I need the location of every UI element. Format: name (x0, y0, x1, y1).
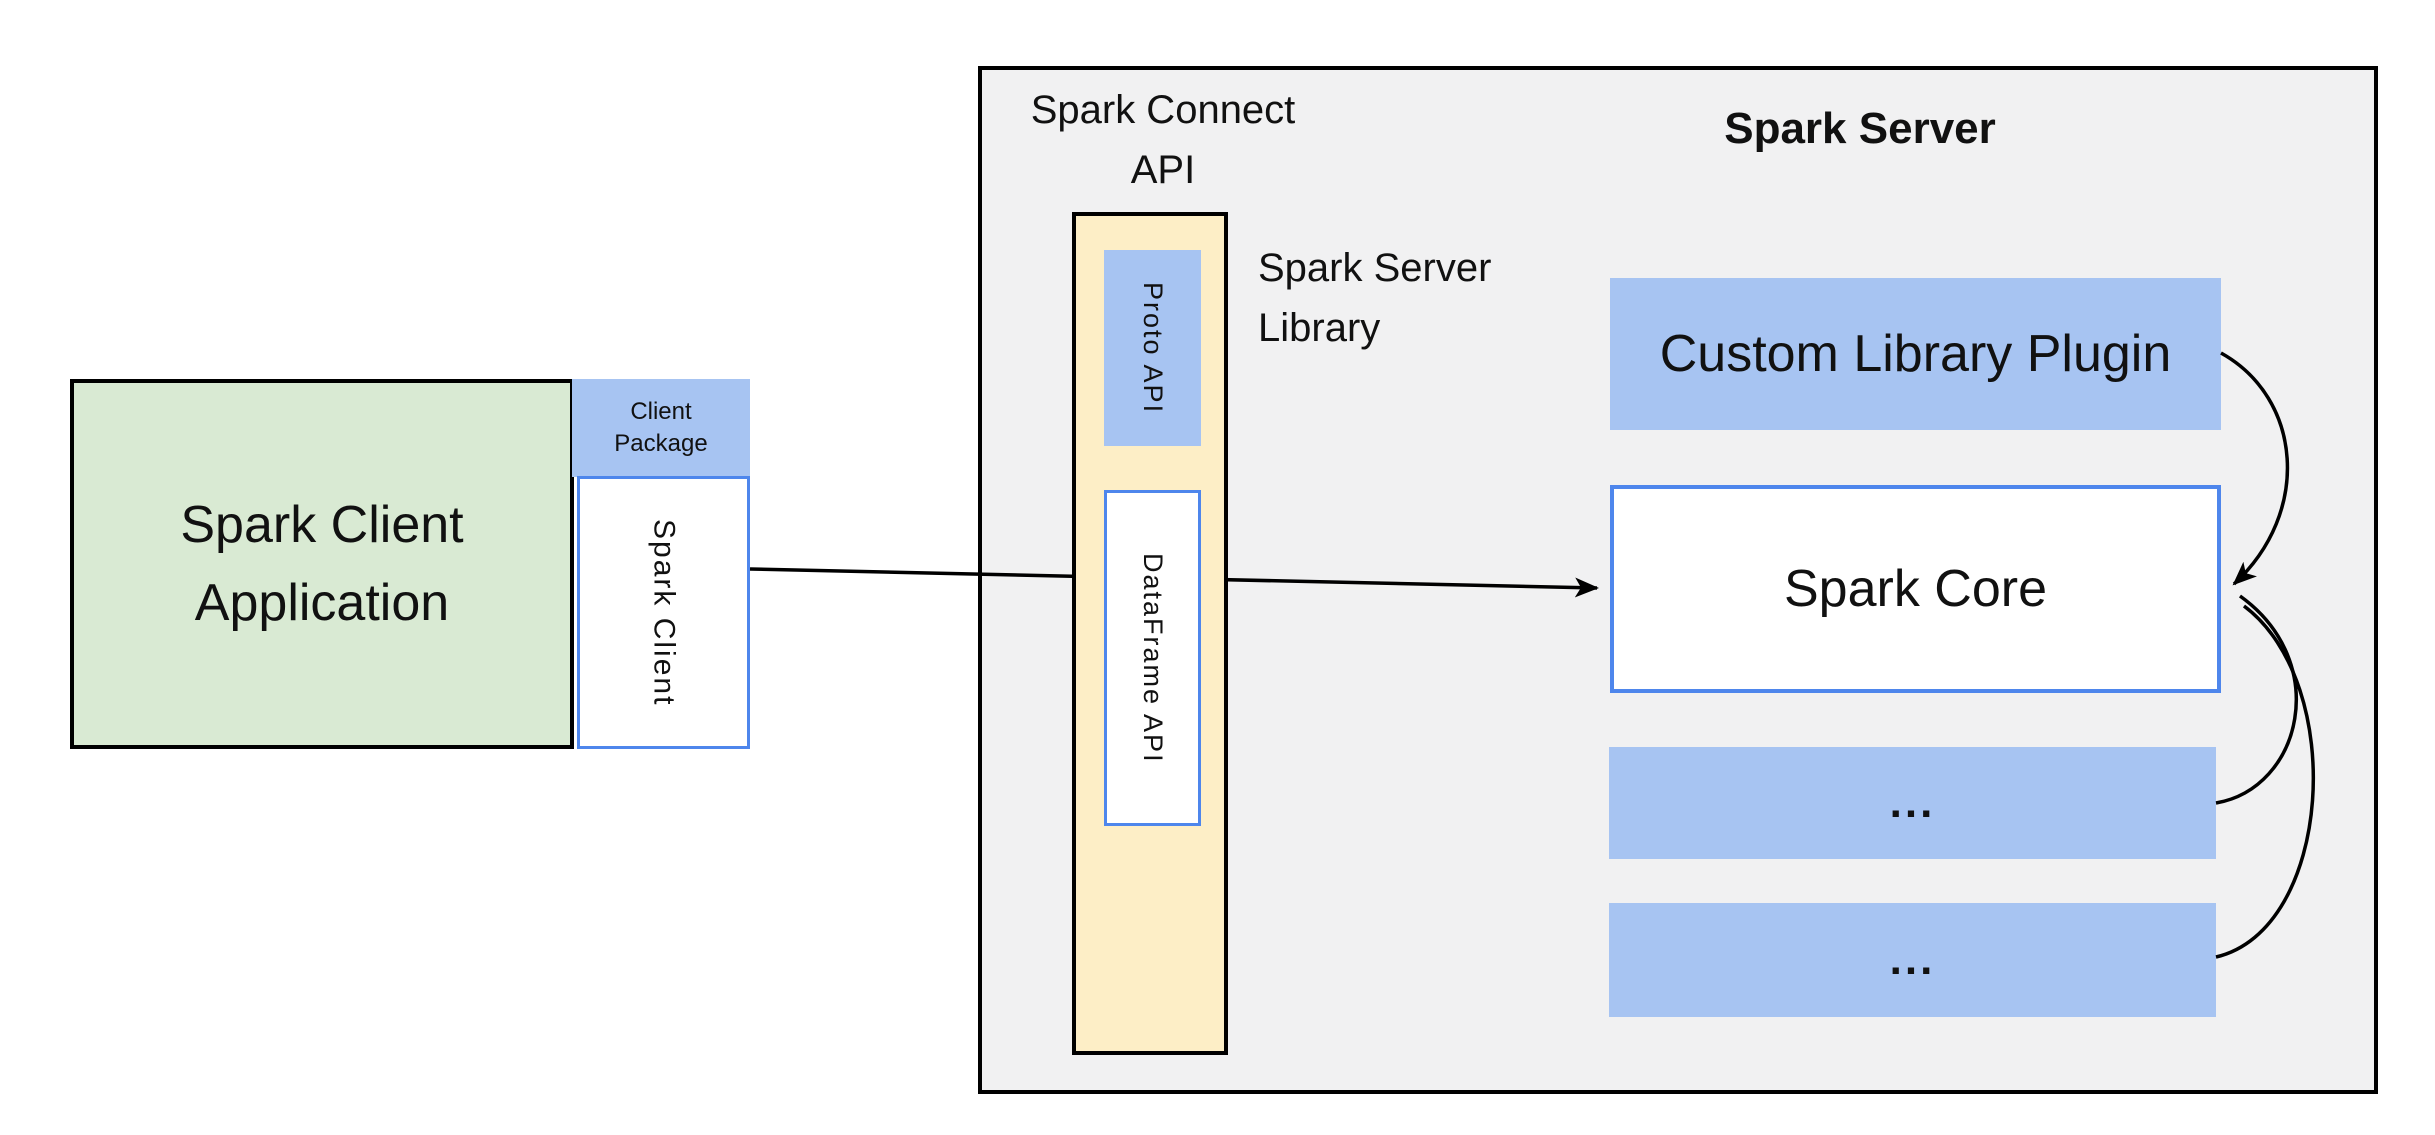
spark-core-label: Spark Core (1784, 560, 2047, 618)
ellipsis-box-2-label: ... (1889, 935, 1936, 984)
proto-api-label: Proto API (1138, 281, 1168, 415)
ellipsis-box-1-label: ... (1889, 778, 1936, 827)
spark-connect-api-label: Spark Connect API (1013, 80, 1313, 200)
client-package-label: Client Package (614, 397, 708, 457)
custom-library-plugin-box: Custom Library Plugin (1610, 278, 2221, 430)
proto-api-box: Proto API (1104, 250, 1201, 446)
spark-client-label: Spark Client (647, 518, 681, 707)
spark-server-library-label: Spark Server Library (1258, 238, 1568, 358)
ellipsis-box-1: ... (1609, 747, 2216, 859)
spark-client-application-box: Spark Client Application (70, 379, 574, 749)
client-package-box: Client Package (572, 379, 750, 477)
spark-client-box: Spark Client (577, 476, 750, 749)
spark-server-title-text: Spark Server (1724, 104, 1996, 153)
spark-server-title: Spark Server (1660, 98, 2060, 160)
spark-client-application-label: Spark Client Application (180, 496, 464, 632)
dataframe-api-label: DataFrame API (1138, 552, 1168, 764)
spark-server-library-text: Spark Server Library (1258, 246, 1492, 350)
spark-connect-api-text: Spark Connect API (1030, 88, 1296, 192)
ellipsis-box-2: ... (1609, 903, 2216, 1017)
dataframe-api-box: DataFrame API (1104, 490, 1201, 826)
spark-core-box: Spark Core (1610, 485, 2221, 693)
custom-library-plugin-label: Custom Library Plugin (1659, 325, 2172, 383)
